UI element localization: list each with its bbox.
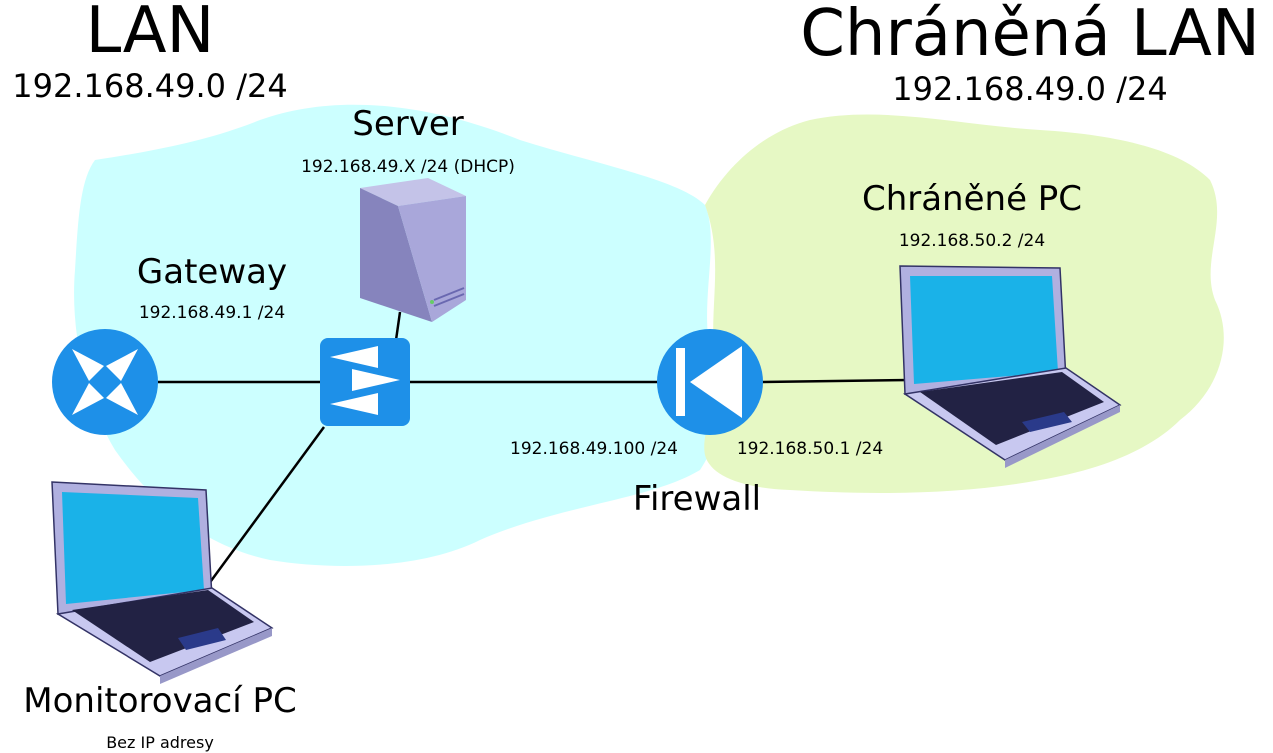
link-firewall-protected-pc [761,378,911,384]
gateway-ip: 192.168.49.1 /24 [139,303,285,323]
protected-pc-label: Chráněné PC [862,179,1082,219]
gateway-label: Gateway [137,252,287,292]
laptop-icon[interactable] [51,481,274,684]
firewall-icon[interactable] [657,329,763,435]
link-switch-monitor-pc [206,426,326,586]
protected-pc-ip: 192.168.50.2 /24 [899,231,1045,251]
protected-zone-title: Chráněná LAN [800,0,1260,71]
server-ip: 192.168.49.X /24 (DHCP) [301,157,515,177]
laptop-icon[interactable] [899,265,1122,468]
server-icon[interactable] [360,178,466,322]
lan-zone-title: LAN [86,0,215,68]
monitor-pc-note: Bez IP adresy [106,733,214,752]
monitor-pc-label: Monitorovací PC [23,681,296,721]
firewall-lan-ip: 192.168.49.100 /24 [510,439,678,459]
firewall-label: Firewall [633,479,761,519]
router-icon[interactable] [52,329,158,435]
lan-zone-subnet: 192.168.49.0 /24 [12,67,287,105]
firewall-protected-ip: 192.168.50.1 /24 [737,439,883,459]
links [158,311,911,586]
link-server-switch [394,311,402,341]
protected-zone-subnet: 192.168.49.0 /24 [892,70,1167,108]
switch-icon[interactable] [320,338,410,426]
server-label: Server [352,104,464,144]
